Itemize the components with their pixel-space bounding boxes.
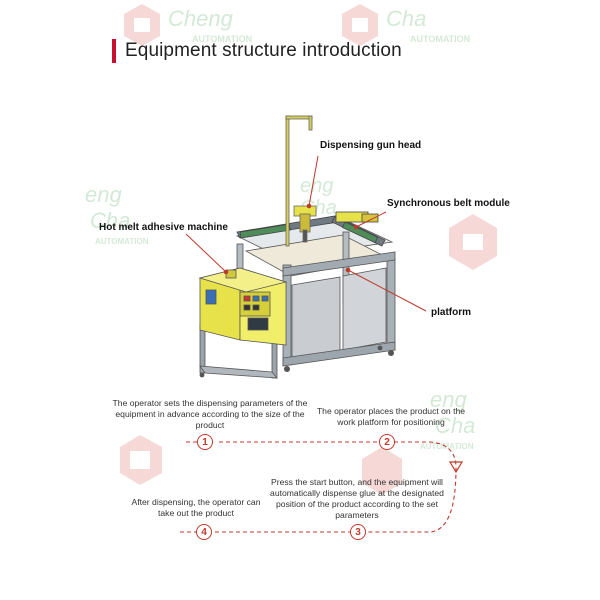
leader-hot-melt-machine bbox=[185, 233, 227, 273]
flow-arrow-icon bbox=[448, 461, 464, 474]
step-1-number: 1 bbox=[197, 434, 213, 450]
step-3-number: 3 bbox=[350, 524, 366, 540]
step-3-text: Press the start button, and the equipmen… bbox=[270, 477, 444, 520]
dispensing-pole bbox=[285, 115, 317, 247]
step-4-number: 4 bbox=[196, 524, 212, 540]
leader-dispensing-gun-head bbox=[308, 155, 319, 207]
page-title: Equipment structure introduction bbox=[125, 40, 402, 61]
label-dispensing-gun-head: Dispensing gun head bbox=[320, 140, 422, 151]
step-1-text: The operator sets the dispensing paramet… bbox=[112, 398, 308, 430]
label-synchronous-belt-module: Synchronous belt module bbox=[387, 198, 510, 209]
section-header: Equipment structure introduction bbox=[112, 38, 402, 64]
leader-platform bbox=[347, 269, 427, 312]
label-hot-melt-adhesive-machine: Hot melt adhesive machine bbox=[99, 222, 228, 233]
title-accent-bar bbox=[112, 39, 116, 63]
step-4-text: After dispensing, the operator can take … bbox=[131, 497, 261, 518]
leader-lines bbox=[185, 155, 427, 312]
label-platform: platform bbox=[431, 307, 471, 318]
step-2-number: 2 bbox=[379, 434, 395, 450]
leader-synchronous-belt bbox=[355, 211, 387, 228]
hot-melt-machine bbox=[198, 267, 288, 379]
casters bbox=[199, 345, 394, 378]
step-2-text: The operator places the product on the w… bbox=[316, 406, 466, 427]
